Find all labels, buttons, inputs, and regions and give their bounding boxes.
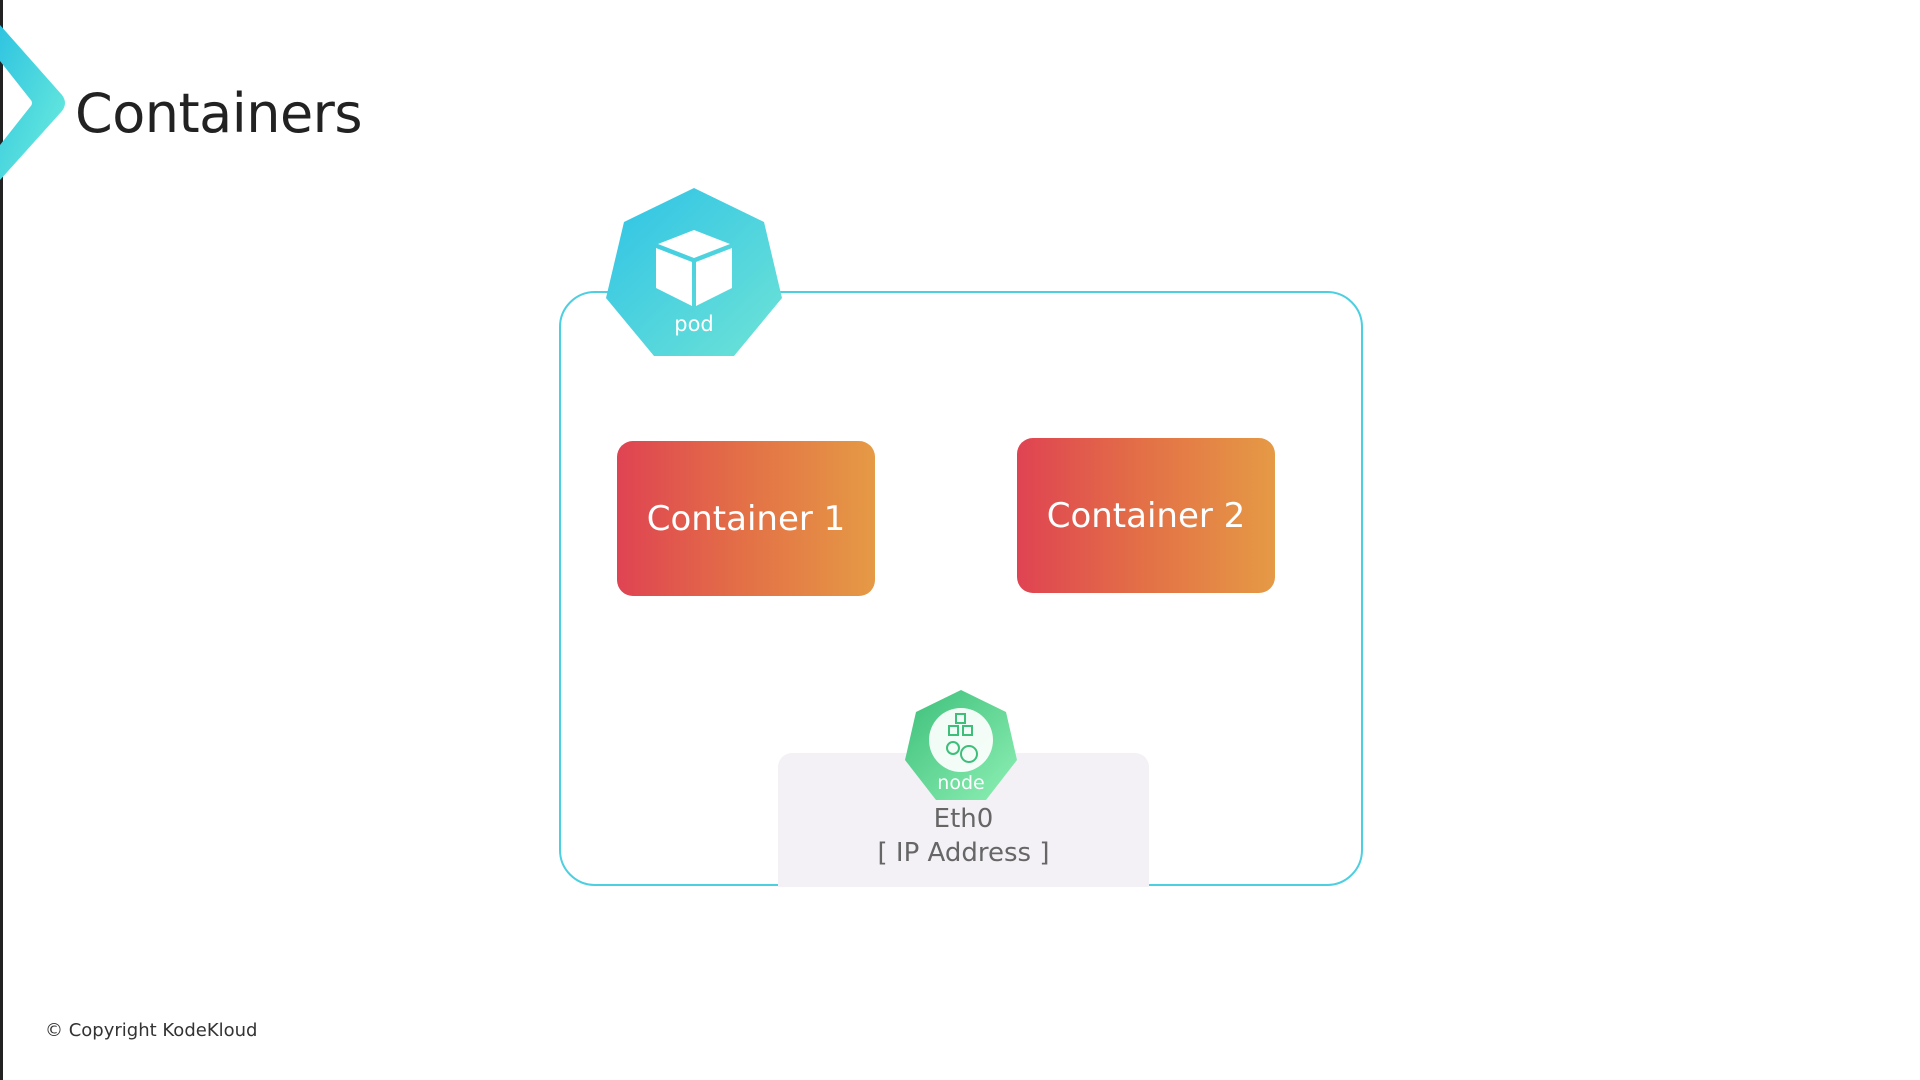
pod-label: pod bbox=[674, 312, 714, 336]
pod-icon bbox=[606, 188, 782, 356]
kodekloud-chevron-logo bbox=[0, 25, 65, 180]
container-2: Container 2 bbox=[1017, 438, 1275, 593]
container-1-label: Container 1 bbox=[646, 498, 846, 539]
node-icon bbox=[905, 690, 1017, 800]
interface-name: Eth0 bbox=[933, 804, 994, 834]
node-label: node bbox=[937, 772, 985, 794]
left-edge-line bbox=[0, 0, 3, 1080]
copyright-text: © Copyright KodeKloud bbox=[45, 1020, 258, 1041]
interface-address: [ IP Address ] bbox=[877, 838, 1050, 868]
page-title: Containers bbox=[75, 82, 363, 145]
container-1: Container 1 bbox=[617, 441, 875, 596]
container-2-label: Container 2 bbox=[1046, 495, 1246, 536]
